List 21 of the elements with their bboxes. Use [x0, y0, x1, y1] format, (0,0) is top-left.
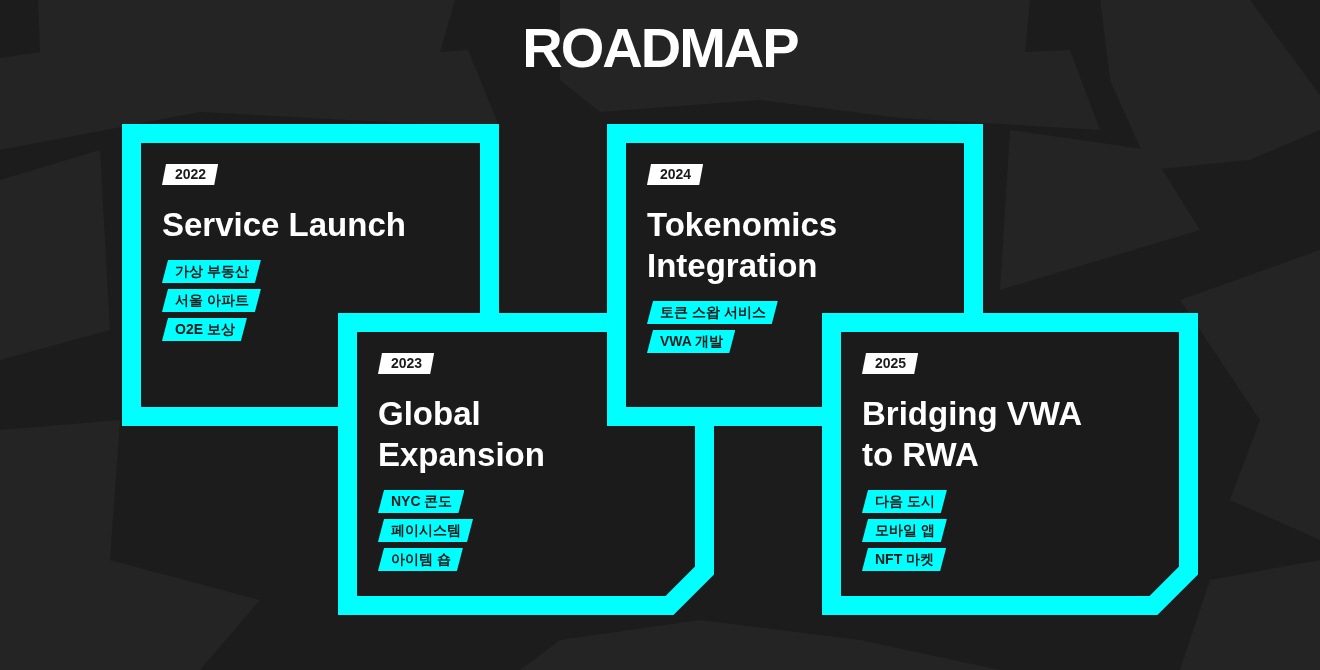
feature-tag: NFT 마켓: [862, 548, 947, 571]
milestone-title: Tokenomics Integration: [647, 206, 838, 284]
milestone-title: Bridging VWA to RWA: [862, 395, 1081, 473]
milestone-title: Service Launch: [162, 206, 406, 243]
page-title: ROADMAP: [522, 20, 798, 76]
milestone-panel: [822, 313, 1198, 615]
feature-tag: 토큰 스왑 서비스: [647, 301, 778, 324]
feature-tag: VWA 개발: [647, 330, 736, 353]
milestone-title: Global Expansion: [378, 395, 545, 473]
year-badge: 2022: [162, 164, 219, 185]
feature-tag: 가상 부동산: [162, 260, 261, 283]
feature-tag: 아이템 숍: [378, 548, 463, 571]
feature-tag: 페이시스템: [378, 519, 473, 542]
feature-tag: 다음 도시: [862, 490, 947, 513]
feature-tag: 서울 아파트: [162, 289, 261, 312]
feature-tag: O2E 보상: [162, 318, 247, 341]
year-badge: 2024: [647, 164, 704, 185]
year-badge: 2025: [862, 353, 919, 374]
feature-tag: 모바일 앱: [862, 519, 947, 542]
feature-tag: NYC 콘도: [378, 490, 465, 513]
year-badge: 2023: [378, 353, 435, 374]
